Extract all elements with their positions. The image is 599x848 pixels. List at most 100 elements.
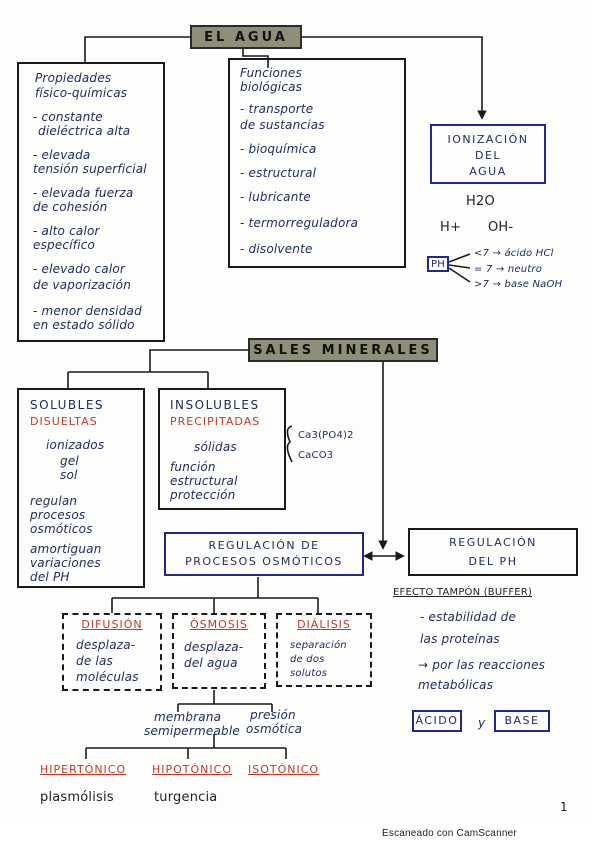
formula-calcium-phosphate: Ca3(PO4)2 (298, 430, 354, 441)
acido-box (412, 710, 462, 732)
oh-ion: OH- (488, 220, 514, 235)
propiedades-box (17, 62, 165, 342)
efecto-tampon: EFECTO TAMPÓN (BUFFER) (393, 587, 533, 598)
func-item-6: - termorreguladora (240, 216, 359, 230)
prop-item-5a: - elevado calor (33, 262, 126, 276)
propiedades-heading-1: Propiedades (35, 71, 112, 85)
title-sales-minerales: SALES MINERALES (248, 338, 438, 362)
funciones-heading-2: biológicas (240, 80, 303, 94)
base-label: BASE (504, 714, 540, 727)
propiedades-heading-2: físico-químicas (35, 86, 128, 100)
solubles-ionizados: ionizados (46, 438, 105, 452)
difusion-text-3: moléculas (76, 670, 139, 684)
amortiguan-3: del PH (30, 570, 70, 584)
plasmolisis: plasmólisis (40, 790, 114, 805)
prop-item-2b: tensión superficial (33, 162, 147, 176)
presion-2: osmótica (246, 722, 303, 736)
prop-item-2a: - elevada (33, 148, 91, 162)
func-item-4: - estructural (240, 166, 317, 180)
dialisis-box (276, 613, 372, 687)
ph-neutral: = 7 → neutro (474, 264, 543, 275)
dialisis-title: DIÁLISIS (297, 618, 351, 631)
ph-item-3: → por las reacciones (418, 658, 546, 672)
prop-item-3b: de cohesión (33, 200, 108, 214)
difusion-text-1: desplaza- (76, 638, 136, 652)
solubles-heading-2: DISUELTAS (30, 415, 98, 428)
dialisis-text-1: separación (290, 640, 347, 651)
title-el-agua: EL AGUA (190, 25, 302, 49)
insolubles-solidas: sólidas (194, 440, 237, 454)
acido-label: ÁCIDO (415, 714, 459, 727)
solubles-gel: gel (60, 454, 79, 468)
presion-1: presión (250, 708, 296, 722)
func-item-5: - lubricante (240, 190, 312, 204)
prop-item-1b: dieléctrica alta (38, 124, 131, 138)
base-box (494, 710, 550, 732)
membrana-2: semipermeable (144, 724, 240, 738)
membrana-1: membrana (154, 710, 222, 724)
func-item-2: de sustancias (240, 118, 325, 132)
regulan-2: procesos (30, 508, 86, 522)
prop-item-3a: - elevada fuerza (33, 186, 134, 200)
ionizacion-line-2: DEL (474, 149, 502, 162)
regulacion-osmotica-2: PROCESOS OSMÓTICOS (185, 555, 343, 568)
difusion-text-2: de las (76, 654, 113, 668)
ph-box (427, 256, 449, 272)
func-item-1: - transporte (240, 102, 314, 116)
hipotonico: HIPOTÓNICO (152, 763, 232, 776)
ph-label: PH (431, 259, 445, 270)
ionizacion-box (430, 124, 546, 184)
insolubles-funcion-3: protección (170, 488, 236, 502)
regulacion-ph-1: REGULACIÓN (449, 536, 537, 549)
ph-acid: <7 → ácido HCl (474, 248, 554, 259)
ionizacion-line-1: IONIZACIÓN (447, 133, 529, 146)
prop-item-6b: en estado sólido (33, 318, 135, 332)
regulan-1: regulan (30, 494, 78, 508)
h-ion: H+ (440, 220, 462, 235)
ph-item-2: las proteínas (420, 632, 500, 646)
insolubles-box (158, 388, 286, 510)
ionizacion-line-3: AGUA (469, 165, 507, 178)
insolubles-funcion-1: función (170, 460, 216, 474)
difusion-box (62, 613, 162, 691)
insolubles-heading-1: INSOLUBLES (170, 398, 260, 412)
isotonico: ISOTÓNICO (248, 763, 320, 776)
difusion-title: DIFUSIÓN (81, 618, 143, 631)
insolubles-funcion-2: estructural (170, 474, 238, 488)
amortiguan-1: amortiguan (30, 542, 102, 556)
osmosis-title: ÓSMOSIS (190, 618, 248, 631)
prop-item-6a: - menor densidad (33, 304, 142, 318)
solubles-sol: sol (60, 468, 78, 482)
osmosis-text-2: del agua (184, 656, 238, 670)
notebook-page (6, 6, 590, 818)
ph-item-1: - estabilidad de (420, 610, 517, 624)
func-item-3: - bioquímica (240, 142, 317, 156)
hipertonico: HIPERTÓNICO (40, 763, 127, 776)
solubles-heading-1: SOLUBLES (30, 398, 105, 412)
ph-base: >7 → base NaOH (474, 279, 563, 290)
dialisis-text-2: de dos (290, 654, 325, 665)
prop-item-5b: de vaporización (33, 278, 132, 292)
turgencia: turgencia (154, 790, 218, 805)
regulacion-osmotica-box (164, 532, 364, 576)
insolubles-heading-2: PRECIPITADAS (170, 415, 261, 428)
osmosis-text-1: desplaza- (184, 640, 244, 654)
page-number: 1 (560, 800, 568, 814)
dialisis-text-3: solutos (290, 668, 328, 679)
func-item-7: - disolvente (240, 242, 313, 256)
ph-item-4: metabólicas (418, 678, 494, 692)
regulacion-ph-2: DEL PH (468, 555, 518, 568)
regulacion-ph-box (408, 528, 578, 576)
solubles-box (17, 388, 145, 588)
regulan-3: osmóticos (30, 522, 93, 536)
prop-item-4b: específico (33, 238, 96, 252)
camscanner-footer: Escaneado con CamScanner (382, 828, 517, 839)
prop-item-4a: - alto calor (33, 224, 100, 238)
amortiguan-2: variaciones (30, 556, 101, 570)
regulacion-osmotica-1: REGULACIÓN DE (208, 539, 320, 552)
water-molecule: H2O (466, 194, 495, 209)
osmosis-box (172, 613, 266, 689)
y-connector: y (478, 716, 486, 730)
formula-calcium-carbonate: CaCO3 (298, 450, 334, 461)
prop-item-1a: - constante (33, 110, 103, 124)
